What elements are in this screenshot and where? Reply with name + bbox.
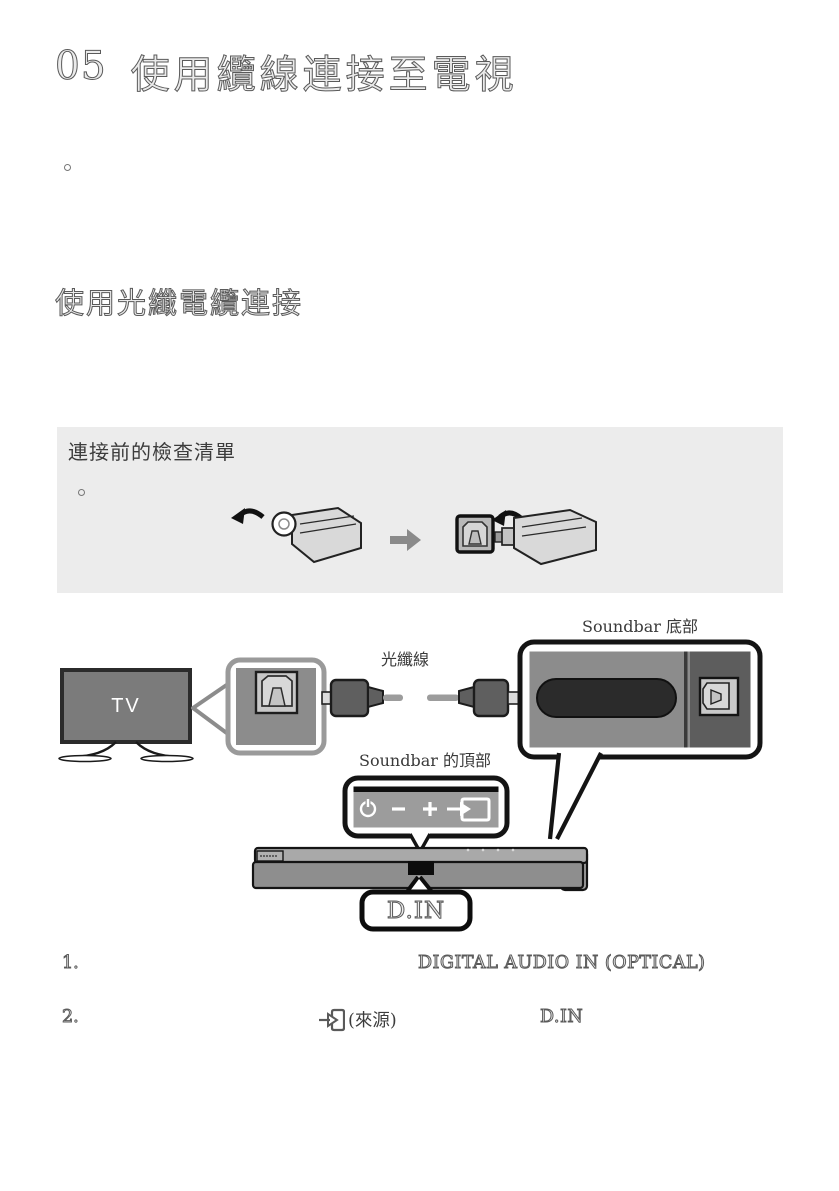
din-callout — [359, 875, 473, 932]
step-number: 2. — [62, 1007, 80, 1028]
checklist-bullet — [78, 489, 85, 496]
step-arrow-icon — [390, 529, 421, 551]
bottom-panel-pointer — [547, 751, 603, 840]
step-row-1: 1. DIGITAL AUDIO IN (OPTICAL) — [62, 953, 802, 979]
chapter-title: 使用纜線連接至電視 — [130, 53, 518, 99]
source-icon — [447, 797, 491, 822]
power-icon — [359, 799, 377, 818]
soundbar-illustration — [251, 846, 589, 892]
source-icon — [319, 1008, 345, 1032]
soundbar-display — [408, 861, 434, 875]
chapter-number: 05 — [55, 44, 107, 90]
optical-plug-capped — [271, 506, 362, 564]
optical-port-icon — [254, 670, 299, 715]
step-highlight-digital-audio-in: DIGITAL AUDIO IN (OPTICAL) — [417, 953, 706, 974]
cap-removal-illustration — [231, 506, 597, 566]
tv-label: TV — [111, 694, 141, 717]
tv-illustration — [58, 668, 194, 763]
cable-recess — [536, 678, 677, 718]
tv-port-callout — [225, 657, 327, 756]
step-row-2: 2. (來源) D.IN — [62, 1007, 802, 1033]
checklist-title: 連接前的檢查清單 — [68, 440, 236, 464]
optical-cable-label: 光纖線 — [380, 650, 429, 669]
remove-cap-arrow-icon — [231, 508, 265, 524]
checklist-box: 連接前的檢查清單 — [57, 427, 783, 593]
connection-diagram: Soundbar 底部 光纖線 Soundbar 的頂部 — [0, 610, 839, 950]
tv-callout-wedge — [191, 682, 230, 736]
section-title: 使用光纖電纜連接 — [54, 286, 304, 321]
optical-plug-inserting — [494, 508, 597, 566]
step-number: 1. — [62, 953, 80, 974]
chapter-heading: 05 使用纜線連接至電視 — [55, 44, 518, 100]
optical-port — [455, 514, 495, 554]
optical-cable — [321, 678, 521, 718]
source-label: (來源) — [348, 1011, 397, 1031]
volume-up-icon — [423, 802, 437, 816]
diagram-artwork — [58, 639, 763, 932]
soundbar-bottom-panel — [517, 639, 763, 760]
soundbar-optical-port-icon — [698, 676, 740, 717]
intro-bullet — [64, 164, 71, 171]
soundbar-top-panel-callout — [342, 775, 510, 851]
step-highlight-din: D.IN — [539, 1007, 584, 1028]
soundbar-bottom-label: Soundbar 底部 — [582, 617, 698, 636]
din-label: D.IN — [386, 897, 446, 924]
top-panel-pointer — [409, 832, 431, 851]
soundbar-top-label: Soundbar 的頂部 — [359, 751, 491, 770]
